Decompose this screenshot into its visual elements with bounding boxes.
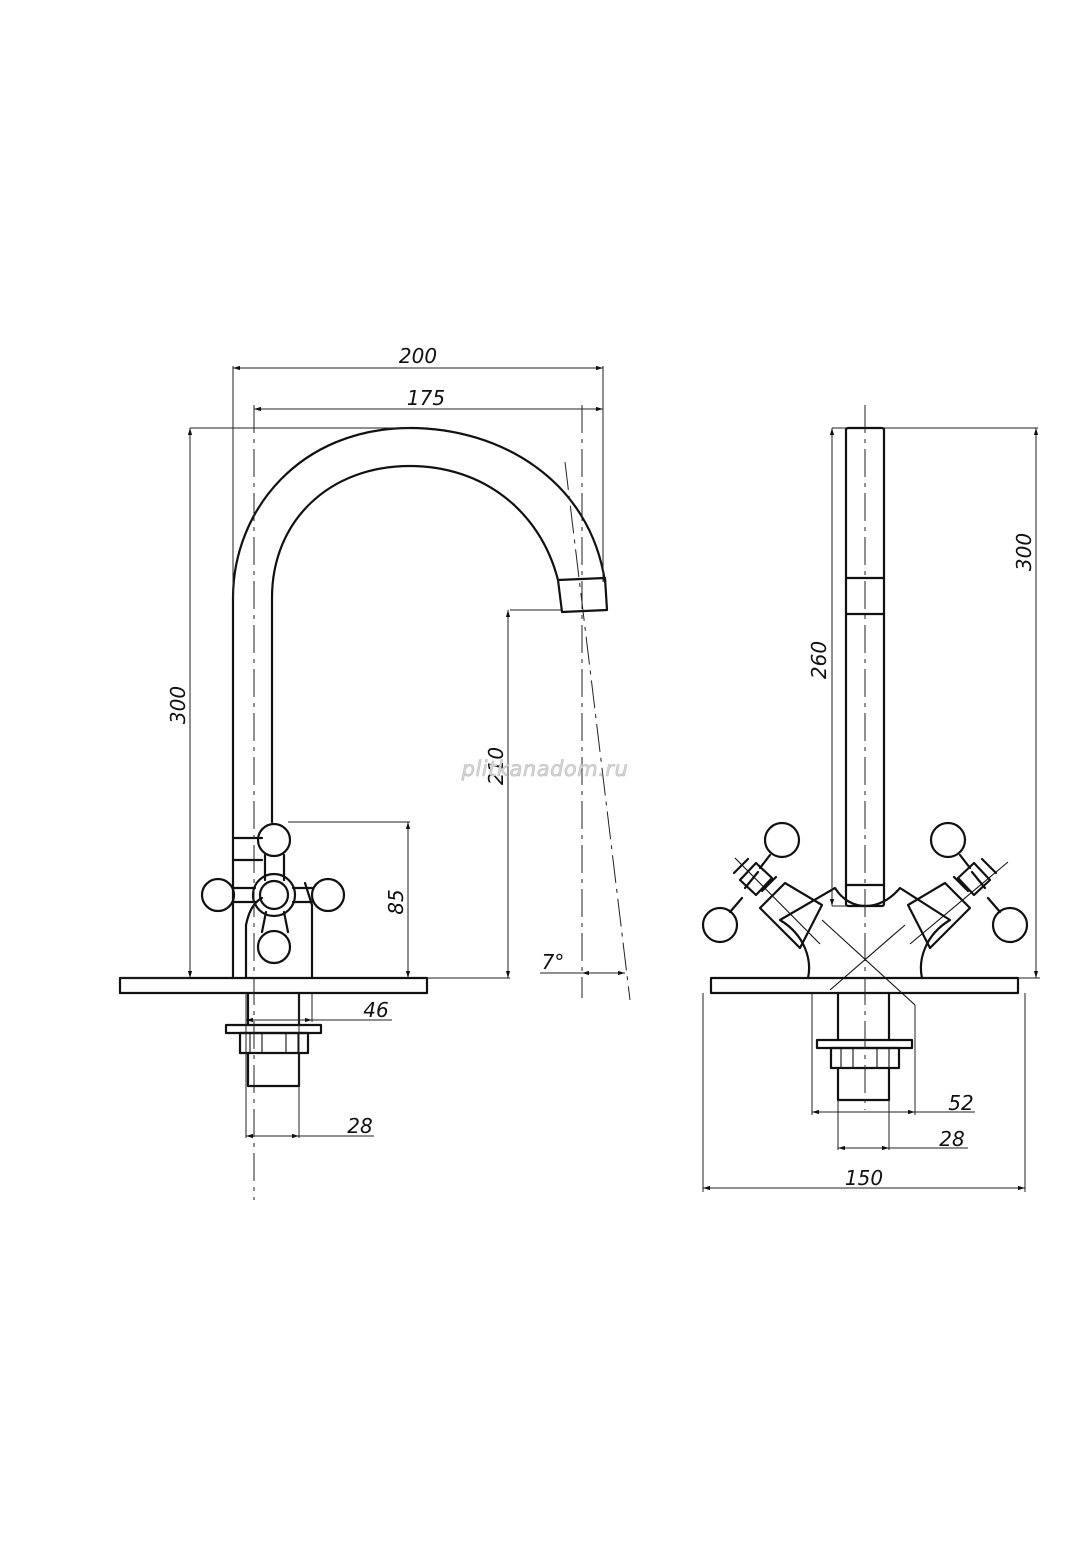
side-body-right [303, 881, 314, 980]
dim-body-width: 46 [363, 998, 388, 1022]
front-body [778, 886, 952, 980]
dim-overall-width: 200 [399, 344, 437, 368]
dim-body-base: 52 [948, 1091, 973, 1115]
dim-angle: 7° [542, 950, 565, 974]
dim-shank-front: 28 [939, 1127, 964, 1151]
dim-spout-tube: 260 [807, 641, 831, 679]
dim-side-height: 300 [166, 686, 190, 724]
dim-front-height: 300 [1012, 533, 1036, 571]
dim-base-width: 150 [845, 1166, 883, 1190]
side-washer [224, 1023, 323, 1035]
side-aerator [556, 576, 609, 614]
dim-handle-height: 85 [384, 889, 408, 914]
watermark-text: plitkanadom.ru [461, 757, 629, 781]
front-shank [836, 991, 891, 1102]
dim-reach: 175 [407, 386, 445, 410]
front-view: 300 260 52 28 150 [701, 405, 1040, 1192]
side-shank [246, 991, 301, 1088]
side-spout-inner [270, 464, 560, 824]
side-base-plate [118, 976, 429, 995]
dim-shank-side: 28 [347, 1114, 372, 1138]
side-cross-handle [200, 822, 346, 965]
front-left-valve [701, 821, 824, 950]
spout-angle-line [564, 461, 631, 1001]
side-view: 200 175 300 210 85 46 28 7° [118, 344, 631, 1200]
front-right-valve [906, 821, 1029, 950]
side-nut [238, 1031, 310, 1055]
dim-spout-height: 210 [484, 747, 508, 785]
